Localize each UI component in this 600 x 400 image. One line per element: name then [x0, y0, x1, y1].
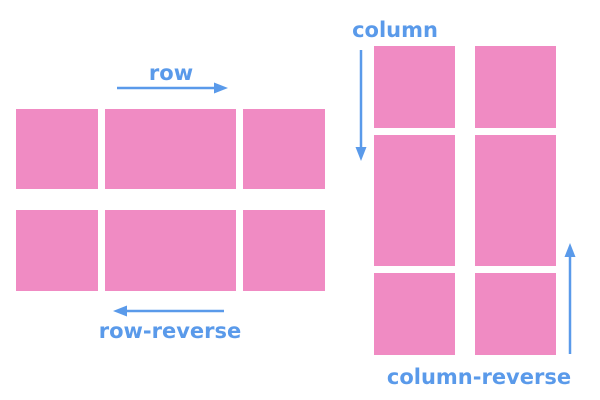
- column-item-1: [374, 46, 455, 128]
- arrow-up-icon: [564, 243, 576, 354]
- arrow-right-icon: [117, 82, 228, 94]
- column-reverse-item-2: [475, 135, 556, 266]
- arrow-down-icon: [355, 50, 367, 161]
- row-group: [16, 109, 325, 291]
- row-reverse-item-2: [105, 210, 236, 291]
- column-label: column: [352, 18, 438, 42]
- column-reverse-item-3: [475, 273, 556, 355]
- column-reverse-item-1: [475, 46, 556, 128]
- arrow-left-icon: [113, 305, 224, 317]
- column-item-2: [374, 135, 455, 266]
- row-reverse-item-1: [16, 210, 98, 291]
- row-label: row: [149, 61, 193, 85]
- row-reverse-label: row-reverse: [99, 319, 242, 343]
- row-1-item-3: [243, 109, 325, 189]
- row-1-item-2: [105, 109, 236, 189]
- column-group: [374, 46, 556, 355]
- column-item-3: [374, 273, 455, 355]
- row-reverse-item-3: [243, 210, 325, 291]
- row-1-item-1: [16, 109, 98, 189]
- column-reverse-label: column-reverse: [387, 365, 571, 389]
